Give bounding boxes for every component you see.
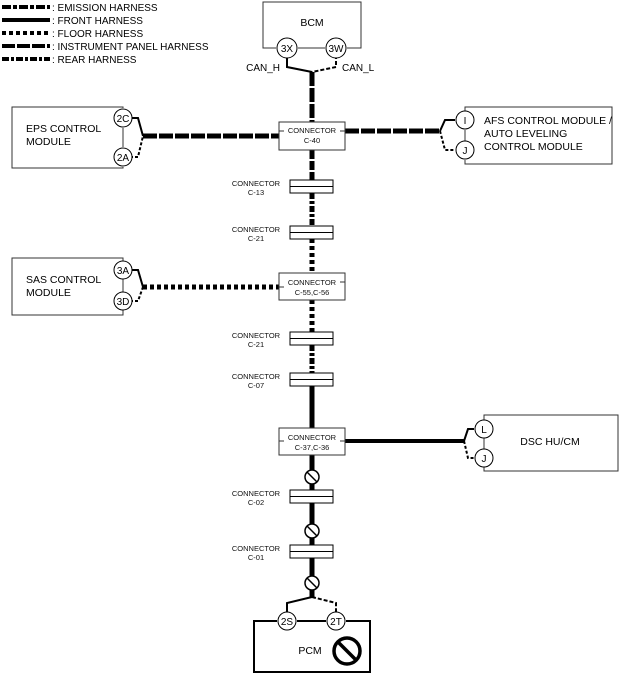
legend-item-rear: : REAR HARNESS (2, 55, 137, 66)
pin-label: 3D (117, 297, 130, 308)
pin-label: 2A (117, 153, 130, 164)
pin-3d[interactable] (113, 291, 133, 311)
pin-label: 3A (117, 266, 130, 277)
harness-c37-to-dsc (345, 428, 474, 459)
connector-title: CONNECTOR (288, 278, 337, 287)
module-sas[interactable]: SAS CONTROL MODULE 3A 3D (11, 257, 133, 316)
connector-title: CONNECTOR (232, 544, 281, 553)
connector-id: C-21 (248, 340, 264, 349)
connector-title: CONNECTOR (232, 331, 281, 340)
pin-label: I (464, 116, 467, 127)
pin-label: 3X (281, 44, 294, 55)
pin-label: J (463, 146, 468, 157)
harness-c40-to-afs (345, 119, 455, 151)
legend-label: : FLOOR HARNESS (52, 29, 143, 40)
pin-2s[interactable] (277, 611, 297, 631)
signal-can-h: CAN_H (246, 63, 280, 74)
connector-c37-c36[interactable]: CONNECTOR C-37,C-36 (278, 427, 346, 456)
connector-title: CONNECTOR (232, 489, 281, 498)
legend-label: : INSTRUMENT PANEL HARNESS (52, 42, 209, 53)
module-name-line: MODULE (26, 287, 71, 299)
legend-item-floor: : FLOOR HARNESS (2, 29, 143, 40)
module-afs[interactable]: AFS CONTROL MODULE / AUTO LEVELING CONTR… (455, 106, 613, 165)
module-name: BCM (300, 17, 323, 29)
connector-c55-c56[interactable]: CONNECTOR C-55,C-56 (278, 272, 346, 301)
module-name-line: CONTROL MODULE (484, 141, 583, 153)
connector-id: C-07 (248, 381, 264, 390)
pin-label: J (482, 454, 487, 465)
connector-c21-lower[interactable]: CONNECTOR C-21 (232, 331, 334, 349)
connector-id: C-13 (248, 188, 264, 197)
connector-id: C-21 (248, 234, 264, 243)
legend-label: : REAR HARNESS (52, 55, 137, 66)
pin-3x[interactable] (276, 37, 298, 59)
connector-c13[interactable]: CONNECTOR C-13 (232, 179, 334, 197)
module-bcm[interactable]: BCM 3X 3W CAN_H CAN_L (246, 1, 375, 74)
pin-l[interactable] (474, 419, 494, 439)
harness-sas-to-c55 (130, 269, 279, 302)
module-name-line: EPS CONTROL (26, 123, 101, 135)
connector-c07[interactable]: CONNECTOR C-07 (232, 372, 334, 390)
connector-title: CONNECTOR (288, 126, 337, 135)
connector-c40[interactable]: CONNECTOR C-40 (278, 121, 346, 151)
pin-j[interactable] (455, 140, 475, 160)
pin-3w[interactable] (325, 37, 347, 59)
shield-symbol-icon (304, 575, 320, 591)
connector-c02[interactable]: CONNECTOR C-02 (232, 489, 334, 507)
module-name-line: SAS CONTROL (26, 274, 101, 286)
signal-can-l: CAN_L (342, 63, 375, 74)
module-name-line: MODULE (26, 136, 71, 148)
pin-label: L (481, 425, 487, 436)
legend-item-front: : FRONT HARNESS (2, 16, 143, 27)
pin-label: 2C (117, 114, 130, 125)
connector-id: C-01 (248, 553, 264, 562)
connector-id: C-55,C-56 (295, 288, 330, 297)
module-dsc[interactable]: DSC HU/CM L J (474, 414, 619, 472)
prohibited-icon (332, 636, 362, 666)
pin-label: 2T (330, 617, 342, 628)
pin-2c[interactable] (113, 108, 133, 128)
connector-title: CONNECTOR (232, 372, 281, 381)
module-eps[interactable]: EPS CONTROL MODULE 2C 2A (11, 106, 133, 169)
connector-title: CONNECTOR (288, 433, 337, 442)
shield-symbol-icon (304, 469, 320, 485)
pin-2t[interactable] (326, 611, 346, 631)
connector-id: C-40 (304, 136, 320, 145)
connector-title: CONNECTOR (232, 225, 281, 234)
harness-eps-to-c40 (130, 117, 279, 158)
pin-j[interactable] (474, 448, 494, 468)
legend-label: : EMISSION HARNESS (52, 3, 158, 14)
module-name: PCM (298, 645, 321, 657)
module-name-line: AUTO LEVELING (484, 128, 567, 140)
connector-c01[interactable]: CONNECTOR C-01 (232, 544, 334, 562)
connector-title: CONNECTOR (232, 179, 281, 188)
pin-3a[interactable] (113, 260, 133, 280)
shield-symbol-icon (304, 523, 320, 539)
module-pcm[interactable]: PCM 2S 2T (253, 611, 371, 673)
module-name: DSC HU/CM (520, 436, 580, 448)
pin-label: 2S (281, 617, 294, 628)
connector-id: C-02 (248, 498, 264, 507)
harness-legend: : EMISSION HARNESS : FRONT HARNESS : FLO… (2, 3, 209, 66)
legend-item-instrument: : INSTRUMENT PANEL HARNESS (2, 42, 209, 53)
pin-2a[interactable] (113, 147, 133, 167)
connector-c21-upper[interactable]: CONNECTOR C-21 (232, 225, 334, 243)
connector-id: C-37,C-36 (295, 443, 330, 452)
pin-i[interactable] (455, 110, 475, 130)
pin-label: 3W (329, 44, 345, 55)
legend-label: : FRONT HARNESS (52, 16, 143, 27)
module-name-line: AFS CONTROL MODULE / (484, 115, 612, 127)
harness-bcm-to-c40 (286, 55, 337, 122)
legend-item-emission: : EMISSION HARNESS (2, 3, 158, 14)
